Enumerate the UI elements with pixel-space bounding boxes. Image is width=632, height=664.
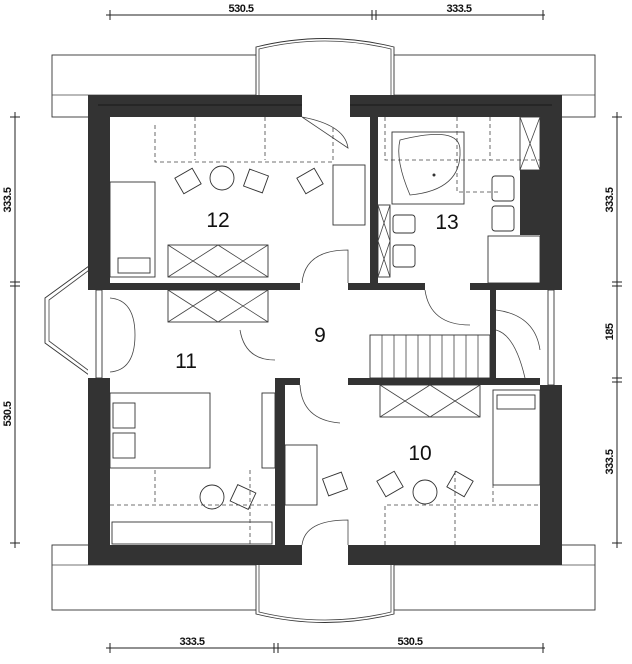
dormer-top xyxy=(255,38,395,95)
dim-top-2: 333.5 xyxy=(446,3,471,15)
interior-walls xyxy=(110,117,540,545)
dim-right-2: 185 xyxy=(604,323,616,340)
bay-window xyxy=(44,257,101,384)
room-11-furniture xyxy=(109,289,276,545)
dim-left-1: 333.5 xyxy=(2,187,14,212)
exterior-walls xyxy=(88,95,562,565)
room-10-furniture xyxy=(284,384,541,545)
dim-bottom-2: 530.5 xyxy=(397,636,422,648)
staircase xyxy=(369,309,541,379)
room-label-13: 13 xyxy=(435,211,458,234)
room-12-furniture xyxy=(109,117,366,278)
dim-top-1: 530.5 xyxy=(228,3,253,15)
dim-left-2: 530.5 xyxy=(2,401,14,426)
dimension-lines xyxy=(10,10,622,653)
room-label-11: 11 xyxy=(175,350,197,373)
window-left xyxy=(95,289,103,379)
room-13-fixtures xyxy=(377,116,541,284)
window-right xyxy=(547,289,555,386)
dim-right-1: 333.5 xyxy=(604,187,616,212)
room-label-12: 12 xyxy=(206,209,229,232)
dim-right-3: 333.5 xyxy=(604,449,616,474)
dormer-bottom xyxy=(255,565,395,623)
doors xyxy=(109,116,471,546)
room-label-9: 9 xyxy=(314,324,326,347)
dim-bottom-1: 333.5 xyxy=(179,636,204,648)
room-label-10: 10 xyxy=(408,442,431,465)
